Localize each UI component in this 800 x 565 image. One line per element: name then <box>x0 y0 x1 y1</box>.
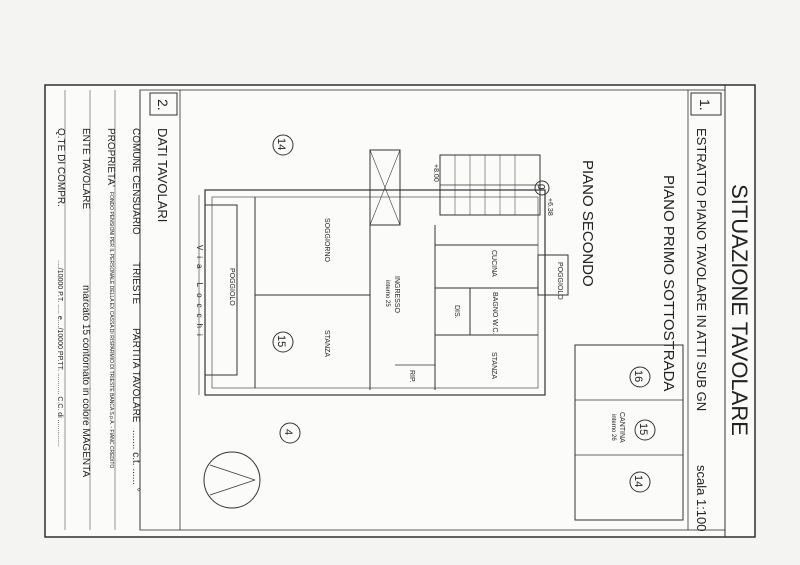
data-value-ente: marcato 15 contornato in colore MAGENTA <box>80 285 91 477</box>
svg-text:15: 15 <box>637 423 649 435</box>
cellar-outline <box>574 344 684 521</box>
elevation-a: +6.38 <box>546 198 553 216</box>
section-1-header: 1. ESTRATTO PIANO TAVOLARE IN ATTI SUB G… <box>690 92 722 532</box>
title-column: SITUAZIONE TAVOLARE <box>727 184 752 436</box>
svg-text:14: 14 <box>632 475 644 487</box>
marker-14-top: 14 <box>272 134 294 156</box>
street-label: Via Locchi <box>195 245 204 342</box>
elevator-cross-b <box>369 149 401 226</box>
section-1-number-box <box>690 92 722 116</box>
section-1-number: 1. <box>697 99 713 111</box>
section-2-number-box <box>149 92 178 116</box>
data-label-proprieta: PROPRIETA' <box>105 128 116 187</box>
room-stanza-right: STANZA <box>490 352 497 379</box>
staircase <box>439 154 541 216</box>
balcony-right <box>537 254 569 296</box>
room-rip: RIP. <box>408 370 415 383</box>
room-stanza-left: STANZA <box>323 330 330 357</box>
section-2: 2. DATI TAVOLARI COMUNE CENSUARIO TRIEST… <box>55 90 178 530</box>
svg-text:14: 14 <box>275 138 287 150</box>
page-title: SITUAZIONE TAVOLARE <box>727 184 752 436</box>
room-ingresso: INGRESSO <box>393 276 400 314</box>
balcony-left <box>204 204 238 376</box>
scale-label: scala 1:100 <box>694 465 709 532</box>
svg-text:4: 4 <box>282 429 294 435</box>
elevation-b: +8.00 <box>432 164 439 182</box>
data-label-partita: PARTITA TAVOLARE <box>130 328 141 423</box>
marker-14-bottom: 14 <box>629 471 651 493</box>
data-label-comune: COMUNE CENSUARIO <box>130 128 141 235</box>
plan-label-primo: PIANO PRIMO SOTTOSTRADA <box>660 175 677 391</box>
cellar-block: CANTINA interno 26 <box>574 344 684 521</box>
room-cucina: CUCINA <box>490 250 497 277</box>
north-arrow-icon <box>203 451 261 509</box>
section-1-heading: ESTRATTO PIANO TAVOLARE IN ATTI SUB GN <box>694 128 709 411</box>
section-2-heading: DATI TAVOLARI <box>155 128 170 222</box>
marker-15-right: 15 <box>634 419 656 441</box>
plan-label-secondo: PIANO SECONDO <box>579 160 596 287</box>
data-label-quote: Q.TE DI COMPR. <box>55 128 66 207</box>
data-label-ente: ENTE TAVOLARE <box>80 128 91 209</box>
section-2-number: 2. <box>155 99 171 111</box>
room-bagno: BAGNO W.C. <box>491 292 498 334</box>
data-value-partita: ....... c.t. ...... ° <box>130 430 141 492</box>
room-cantina: CANTINA <box>618 412 625 443</box>
room-soggiorno: SOGGIORNO <box>323 218 330 263</box>
svg-text:16: 16 <box>632 370 644 382</box>
unit-marker-circle <box>534 180 550 196</box>
elevator-shaft <box>369 149 401 226</box>
marker-4: 4 <box>279 422 301 444</box>
unit-marker: 0 <box>535 184 546 190</box>
room-poggiolo-right: POGGIOLO <box>556 262 563 300</box>
room-ingresso-note: interno 25 <box>384 280 390 307</box>
data-value-quote: ..../10000 P.T. ..... e..../10000 PP.TT.… <box>56 260 63 447</box>
floor-plan: PIANO PRIMO SOTTOSTRADA PIANO SECONDO +6… <box>195 134 684 521</box>
marker-15-left: 15 <box>272 331 294 353</box>
svg-text:15: 15 <box>275 335 287 347</box>
room-poggiolo-left: POGGIOLO <box>228 268 235 306</box>
data-value-proprieta: FONDO PENSIONI PER IL PERSONALE DELLA EX… <box>108 192 114 468</box>
room-cantina-note: interno 26 <box>610 414 616 441</box>
marker-16: 16 <box>629 366 651 388</box>
data-value-comune: TRIESTE <box>130 262 141 305</box>
room-dis: DIS. <box>453 305 460 319</box>
